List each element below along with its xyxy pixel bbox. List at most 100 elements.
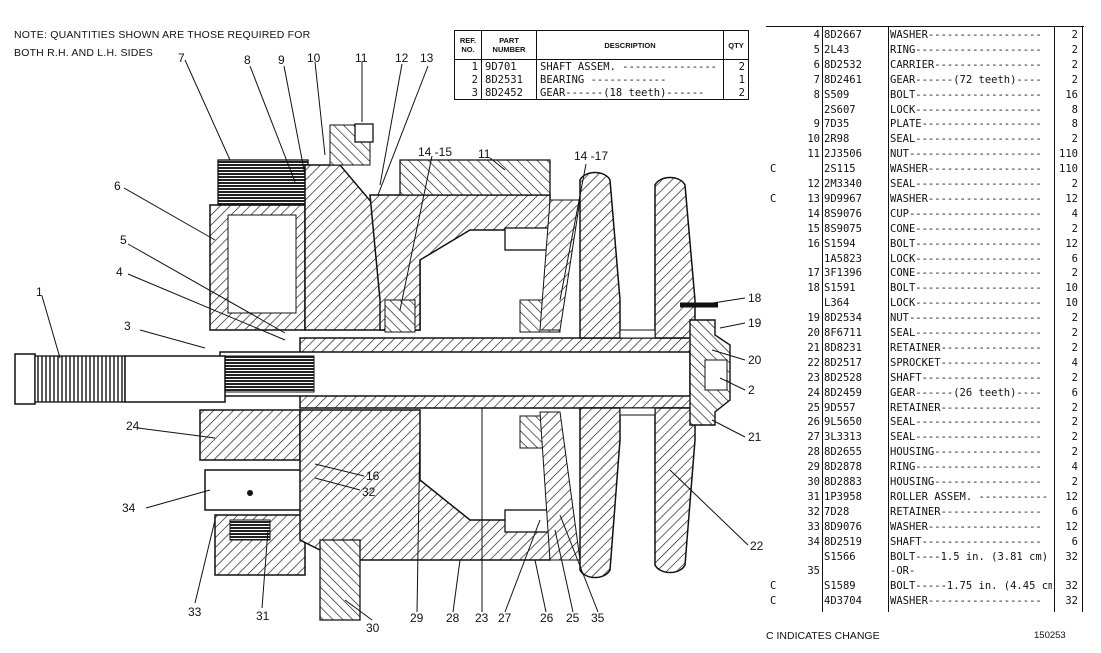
quantity: 2 — [1071, 29, 1078, 41]
description: BOLT----1.5 in. (3.81 cm) long — [890, 550, 1052, 563]
quantity: 12 — [1065, 520, 1078, 533]
description: SEAL-------------------- — [890, 327, 1042, 339]
parts-list-frame — [766, 26, 1084, 613]
description: RING-------------------- — [890, 461, 1042, 474]
callout-6: 6 — [114, 179, 121, 193]
callout-10: 10 — [307, 51, 321, 65]
part-number: 2R98 — [824, 133, 850, 146]
change-flag: C — [770, 163, 777, 176]
part-number: 7D35 — [824, 118, 850, 131]
description: LOCK-------------------- — [890, 297, 1042, 310]
part-number: 2S115 — [824, 163, 856, 176]
callout-29: 29 — [410, 611, 424, 625]
description: HOUSING----------------- — [890, 446, 1042, 459]
part-number: 9D9967 — [824, 192, 862, 205]
ref-number: 26 — [807, 416, 820, 429]
part-number: 8D2878 — [824, 461, 862, 474]
splined-input-shaft — [14, 353, 226, 405]
ref-number: 12 — [807, 178, 820, 190]
part-number: 2M3340 — [824, 178, 862, 190]
quantity: 2 — [1071, 341, 1078, 354]
column-divider — [1054, 26, 1055, 612]
description: SEAL-------------------- — [890, 178, 1042, 190]
quantity: 2 — [1071, 222, 1078, 235]
part-number: L364 — [824, 297, 850, 310]
ref-number: 34 — [807, 535, 820, 548]
description: PLATE------------------- — [890, 118, 1042, 131]
part-number: 8D2517 — [824, 356, 862, 369]
description: RETAINER---------------- — [890, 401, 1042, 414]
ref-cell: 2 — [471, 73, 478, 86]
description: RETAINER---------------- — [890, 341, 1042, 354]
quantity: 2 — [1071, 327, 1078, 339]
desc-cell: BEARING ------------ — [536, 73, 724, 86]
quantity: 2 — [1071, 401, 1078, 414]
ref-cell: 1 — [471, 60, 478, 73]
ref-number: 19 — [807, 312, 820, 325]
part-number: 9L5650 — [824, 416, 862, 429]
ref-number: 9 — [813, 118, 820, 131]
ref-number: 16 — [807, 237, 820, 250]
ref-number: 11 — [807, 148, 820, 161]
column-divider — [1082, 26, 1083, 612]
part-number: 8D2461 — [824, 73, 862, 86]
part-number: 8D2532 — [824, 58, 862, 71]
description: -OR- — [890, 565, 916, 578]
ref-number: 13 — [807, 192, 820, 205]
ref-number: 21 — [807, 341, 820, 354]
callout-24: 24 — [126, 419, 140, 433]
description: WASHER------------------ — [890, 595, 1042, 608]
description: CONE-------------------- — [890, 222, 1042, 235]
ref-number: 23 — [807, 371, 820, 384]
ref-number: 35 — [807, 565, 820, 578]
carrier-housing — [199, 123, 421, 576]
description: GEAR------(26 teeth)---- — [890, 386, 1042, 399]
description: RETAINER---------------- — [890, 505, 1042, 518]
ref-number: 8 — [813, 88, 820, 101]
part-number: 2J3506 — [824, 148, 862, 161]
quantity: 2 — [1071, 371, 1078, 384]
callout-9: 9 — [278, 53, 285, 67]
quantity: 2 — [1071, 431, 1078, 444]
part-number: 8D2459 — [824, 386, 862, 399]
ref-number: 17 — [807, 267, 820, 280]
desc-cell: SHAFT ASSEM. --------------- — [536, 59, 724, 73]
qty-cell: 1 — [723, 73, 749, 86]
ref-number: 30 — [807, 476, 820, 488]
callout-2: 2 — [748, 383, 755, 397]
callout-35: 35 — [591, 611, 605, 625]
callout-8: 8 — [244, 53, 251, 67]
callout-32: 32 — [362, 485, 376, 499]
part-number: S1566 — [824, 550, 856, 563]
description: NUT--------------------- — [890, 312, 1042, 325]
quantity: 2 — [1071, 312, 1078, 325]
desc-cell: GEAR------(18 teeth)------ — [536, 86, 724, 100]
ref-number: 25 — [807, 401, 820, 414]
part-number: 1P3958 — [824, 490, 862, 503]
quantity: 2 — [1071, 416, 1078, 429]
part-cell: 8D2452 — [481, 86, 537, 100]
table-row: 2 8D2531 BEARING ------------ 1 — [455, 73, 749, 86]
quantity: 4 — [1071, 207, 1078, 220]
callout-33: 33 — [188, 605, 202, 619]
part-number: 8D2534 — [824, 312, 862, 325]
quantity: 6 — [1071, 252, 1078, 265]
quantity: 4 — [1071, 356, 1078, 369]
change-flag: C — [770, 192, 777, 205]
